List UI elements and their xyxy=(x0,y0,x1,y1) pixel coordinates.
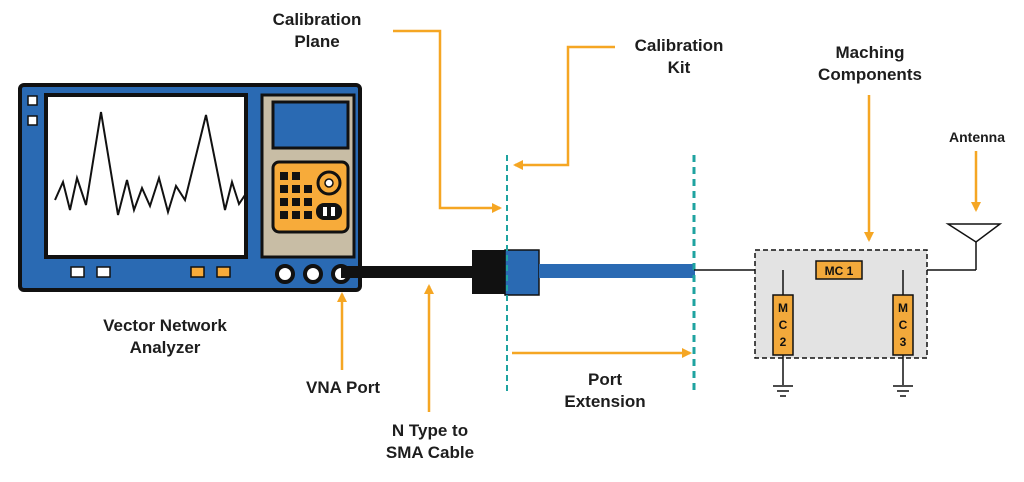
connector-body xyxy=(472,250,508,294)
vna-button-3 xyxy=(190,266,205,278)
matching-components-label: Maching Components xyxy=(818,43,922,84)
n-type-cable xyxy=(341,266,474,278)
mc2-label-2: C xyxy=(779,318,788,332)
mc3-label-1: M xyxy=(898,301,908,315)
vna-port-2 xyxy=(303,264,323,284)
mc3-label-3: 3 xyxy=(900,335,907,349)
cable-label: N Type to SMA Cable xyxy=(385,421,475,462)
vna-button-4 xyxy=(216,266,231,278)
antenna-icon xyxy=(945,223,1003,243)
mc1-component xyxy=(815,260,863,280)
calibration-plane-arrow xyxy=(393,29,502,213)
antenna-label: Antenna xyxy=(949,129,1005,145)
vna-screen xyxy=(44,93,248,259)
mc3-label-2: C xyxy=(899,318,908,332)
vna-indicator-2 xyxy=(27,115,38,126)
vna-display xyxy=(271,100,350,150)
vna-switch xyxy=(316,203,342,220)
vna-indicator-1 xyxy=(27,95,38,106)
mc2-label-1: M xyxy=(778,301,788,315)
vna-label: Vector Network Analyzer xyxy=(103,316,227,357)
vna-trace xyxy=(54,111,246,216)
vna-port-1 xyxy=(275,264,295,284)
vna-button-2 xyxy=(96,266,111,278)
mc2-label-3: 2 xyxy=(780,335,787,349)
vna-keys xyxy=(280,172,312,219)
calibration-plane-label: Calibration Plane xyxy=(272,10,362,51)
annotation-arrows xyxy=(337,29,981,412)
vna-button-1 xyxy=(70,266,85,278)
mc1-label: MC 1 xyxy=(825,264,854,278)
vna-device xyxy=(18,83,362,292)
sma-line xyxy=(539,264,695,278)
port-extension-label: Port Extension xyxy=(564,370,646,411)
sma-connector xyxy=(504,249,540,296)
calibration-kit-label: Calibration Kit xyxy=(634,36,724,77)
vna-port-label: VNA Port xyxy=(306,378,380,397)
calibration-kit-arrow xyxy=(513,45,615,170)
